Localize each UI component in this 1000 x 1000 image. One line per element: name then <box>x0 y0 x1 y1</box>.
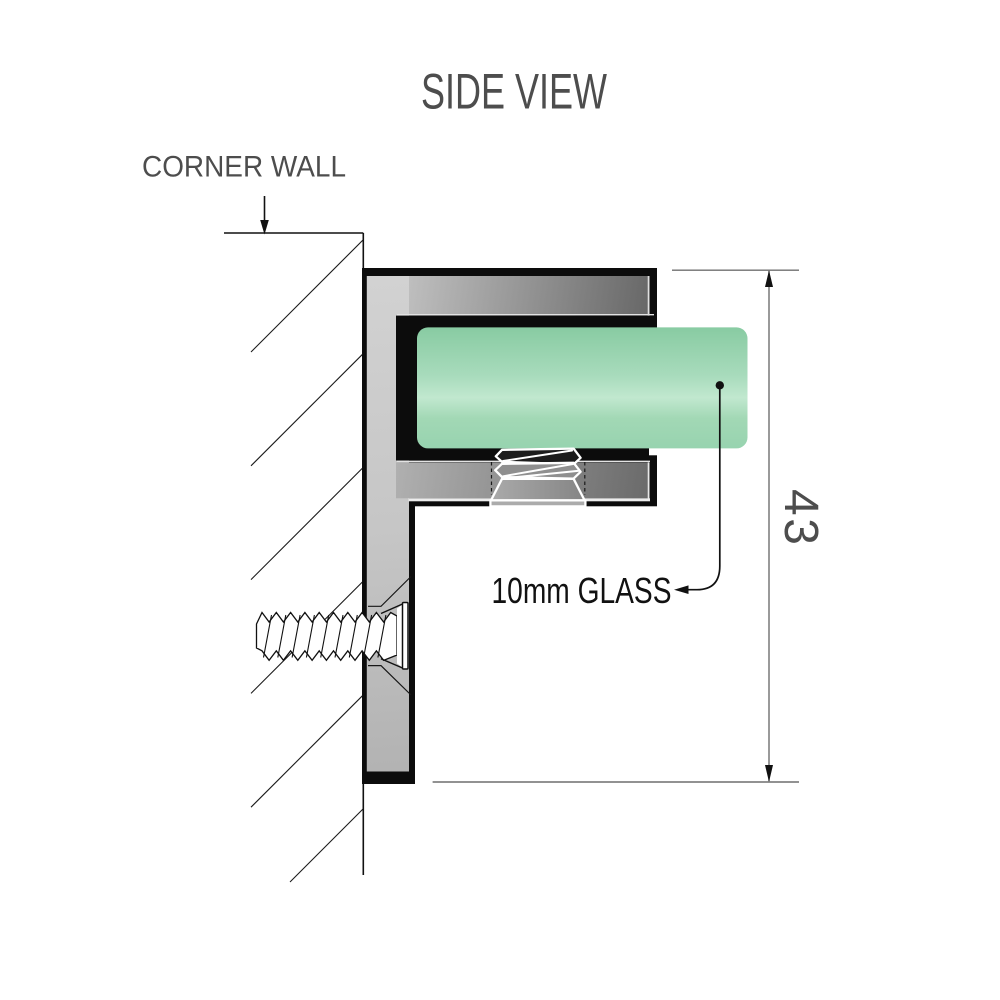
svg-text:10mm GLASS: 10mm GLASS <box>492 570 672 611</box>
svg-text:CORNER WALL: CORNER WALL <box>142 151 346 184</box>
svg-text:SIDE VIEW: SIDE VIEW <box>421 64 608 120</box>
